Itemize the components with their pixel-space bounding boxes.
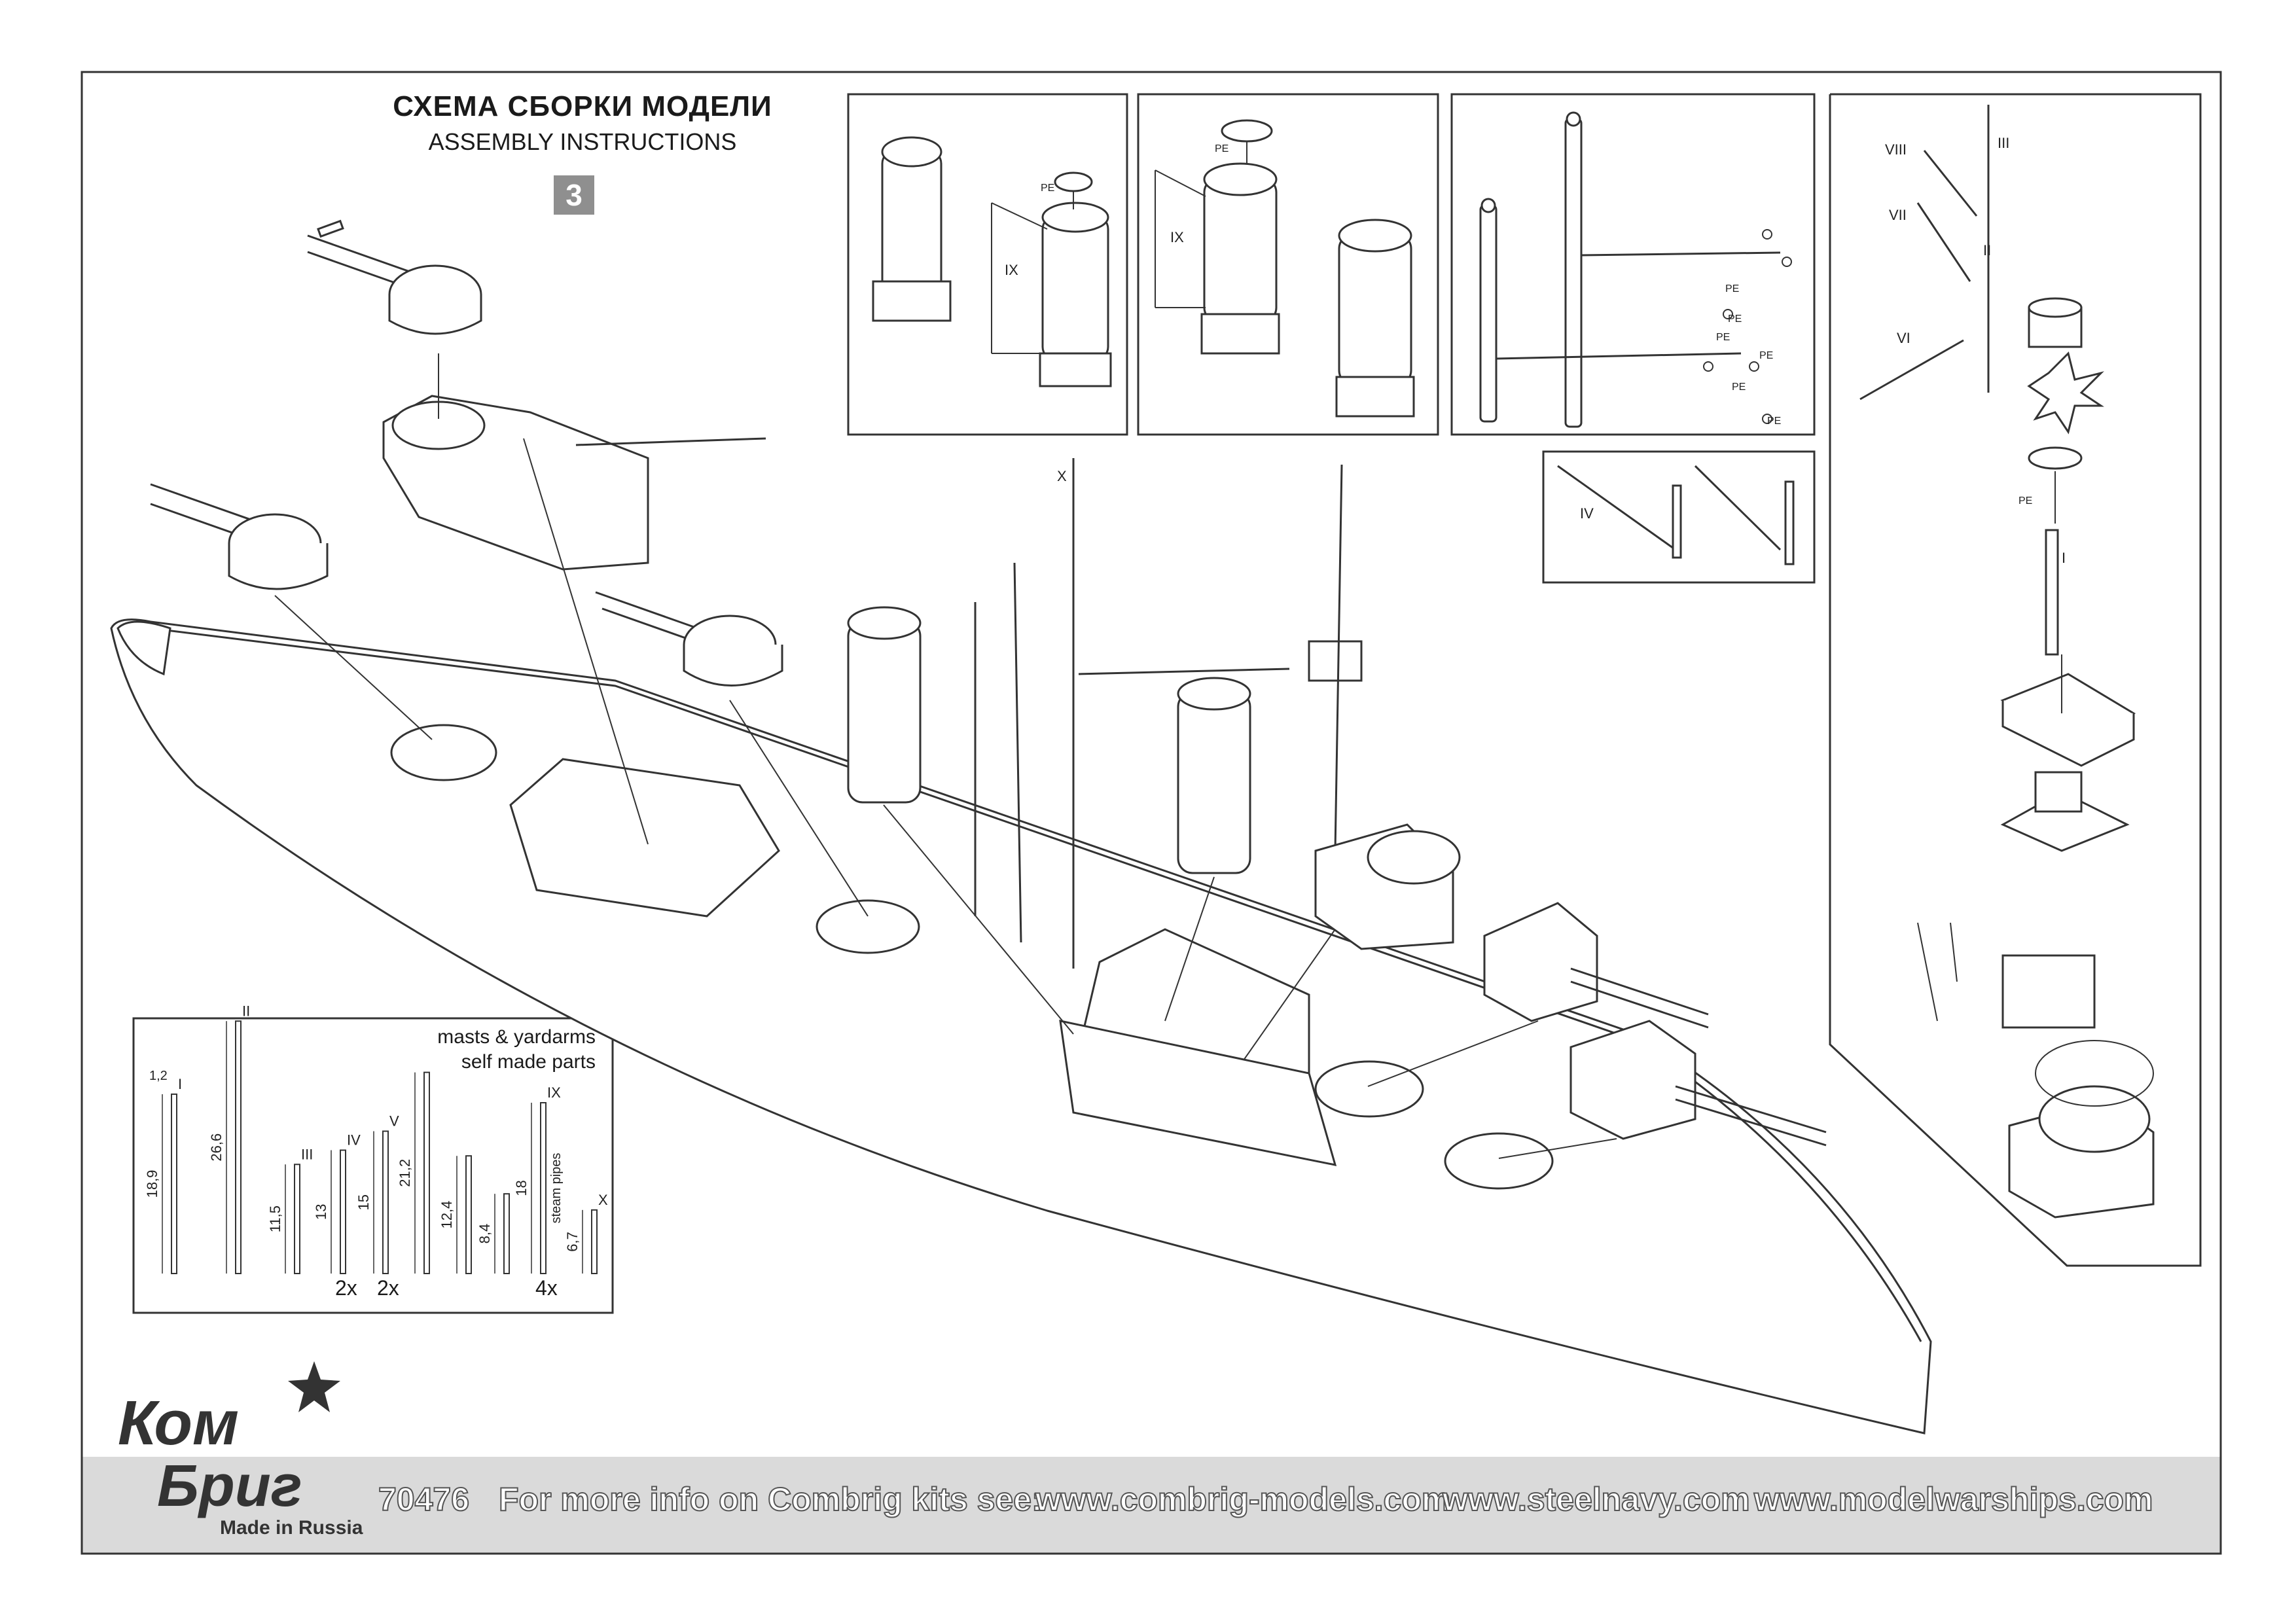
mast-column-assembly xyxy=(1859,105,2155,1219)
masts-inset-title-line1: masts & yardarms xyxy=(437,1026,596,1048)
mast-part-roman-10: X xyxy=(598,1192,608,1208)
mast-label-viii: VIII xyxy=(1885,141,1907,158)
hull-funnels xyxy=(847,606,1251,874)
forward-turret xyxy=(307,219,766,571)
mast-top-label: X xyxy=(1057,468,1067,484)
mast-part-roman-3: III xyxy=(301,1146,313,1162)
mast-label-vi: VI xyxy=(1897,330,1910,346)
funnel-2-pe-label: PE xyxy=(1215,143,1229,154)
mast-part-length-3: 11,5 xyxy=(267,1205,283,1232)
mast-part-bar-7 xyxy=(465,1155,472,1274)
funnel-2-part-label: IX xyxy=(1170,229,1184,245)
title-english: ASSEMBLY INSTRUCTIONS xyxy=(428,128,737,155)
funnel-1-pe-label: PE xyxy=(1041,183,1054,194)
mast-part-roman-2: II xyxy=(242,1003,250,1019)
mast-part-bar-4 xyxy=(340,1149,346,1274)
made-in-russia: Made in Russia xyxy=(220,1517,363,1539)
ship-hull xyxy=(110,618,1932,1435)
mast-label-vii: VII xyxy=(1889,207,1907,223)
leader-lines xyxy=(274,353,1617,1159)
mast-part-bar-1 xyxy=(171,1093,177,1274)
boom-pe-label-4: PE xyxy=(1759,350,1773,361)
mast-part-length-8: 8,4 xyxy=(476,1224,493,1244)
mast-label-pe: PE xyxy=(2018,495,2032,507)
mast-part-bar-8 xyxy=(503,1193,510,1274)
boom-detail-box xyxy=(1450,93,1816,436)
mast-label-iii: III xyxy=(1998,135,2009,151)
hull-masts xyxy=(974,458,1461,969)
mast-part-length-7: 12,4 xyxy=(439,1201,455,1229)
boom-pe-label-5: PE xyxy=(1732,382,1746,393)
step-number-badge: 3 xyxy=(554,175,594,215)
mast-part-roman-1: I xyxy=(178,1076,182,1092)
masts-inset-bars: 18,9 I 1,2 26,6 II 11,5 III 13 IV 15 V 21,2 12,4 8,4 1… xyxy=(144,1003,608,1275)
qty-v: 2x xyxy=(377,1276,399,1300)
mast-part-length-2: 26,6 xyxy=(208,1133,224,1162)
footer-link-combrig[interactable]: www.combrig-models.com xyxy=(1035,1480,1451,1518)
mast-part-length-5: 15 xyxy=(355,1194,372,1210)
mast-column-box xyxy=(1829,93,2202,1267)
mast-part-roman-9: IX xyxy=(547,1084,561,1101)
second-turret xyxy=(150,483,329,590)
strut-group xyxy=(1557,465,1795,565)
mast-part-bar-10 xyxy=(591,1209,598,1274)
mast-part-bar-6 xyxy=(423,1071,430,1274)
third-turret xyxy=(595,591,783,687)
boom-pe-label-1: PE xyxy=(1725,283,1739,294)
brand-logo-line2: Бриг xyxy=(157,1454,302,1519)
star-logo-icon xyxy=(288,1361,340,1414)
mast-part-note-9: steam pipes xyxy=(549,1153,564,1224)
funnel-group-2 xyxy=(1200,119,1415,418)
footer-link-modelwarships[interactable]: www.modelwarships.com xyxy=(1753,1480,2153,1518)
funnel-group-1 xyxy=(872,136,1112,387)
mast-part-length-1: 18,9 xyxy=(144,1170,160,1198)
footer-info-text: For more info on Combrig kits see: xyxy=(498,1480,1043,1518)
mast-part-roman-5: V xyxy=(389,1113,399,1130)
funnel-1-part-label: IX xyxy=(1005,262,1018,278)
rear-turrets xyxy=(1483,902,1827,1147)
masts-inset-box xyxy=(132,1017,614,1314)
sheet-border xyxy=(81,71,2222,1555)
mast-part-bar-9 xyxy=(540,1102,547,1274)
mast-part-length-4: 13 xyxy=(313,1204,329,1220)
mast-part-length-10: 6,7 xyxy=(564,1232,581,1252)
boom-pe-label-3: PE xyxy=(1716,332,1730,343)
kit-number: 70476 xyxy=(378,1480,470,1518)
mast-part-bar-2 xyxy=(235,1020,242,1275)
qty-ix: 4x xyxy=(535,1276,558,1300)
qty-iv: 2x xyxy=(335,1276,357,1300)
boom-pe-label-2: PE xyxy=(1728,313,1742,325)
mast-label-ii: II xyxy=(1983,242,1991,259)
masts-inset-title: masts & yardarms self made parts xyxy=(367,1025,596,1075)
boom-pe-label-6: PE xyxy=(1767,416,1781,427)
footer-link-steelnavy[interactable]: www.steelnavy.com xyxy=(1442,1480,1751,1518)
strut-part-label: IV xyxy=(1580,505,1594,522)
mast-part-bar-5 xyxy=(382,1130,389,1274)
mast-label-i: I xyxy=(2062,550,2066,566)
funnel-detail-box-1 xyxy=(847,93,1128,436)
mast-part-diameter-1: 1,2 xyxy=(149,1069,168,1083)
mast-part-bar-3 xyxy=(294,1164,300,1274)
footer-band xyxy=(82,1457,2221,1554)
funnel-detail-box-2 xyxy=(1137,93,1439,436)
strut-detail-box xyxy=(1542,450,1816,584)
boom-group xyxy=(1479,111,1781,428)
mast-part-length-6: 21,2 xyxy=(397,1159,413,1187)
title-russian: СХЕМА СБОРКИ МОДЕЛИ xyxy=(393,90,772,122)
mast-part-roman-4: IV xyxy=(347,1132,361,1149)
mast-part-length-9: 18 xyxy=(513,1180,529,1196)
brand-logo-line1: Ком xyxy=(118,1388,240,1458)
masts-inset-title-line2: self made parts xyxy=(461,1051,596,1073)
